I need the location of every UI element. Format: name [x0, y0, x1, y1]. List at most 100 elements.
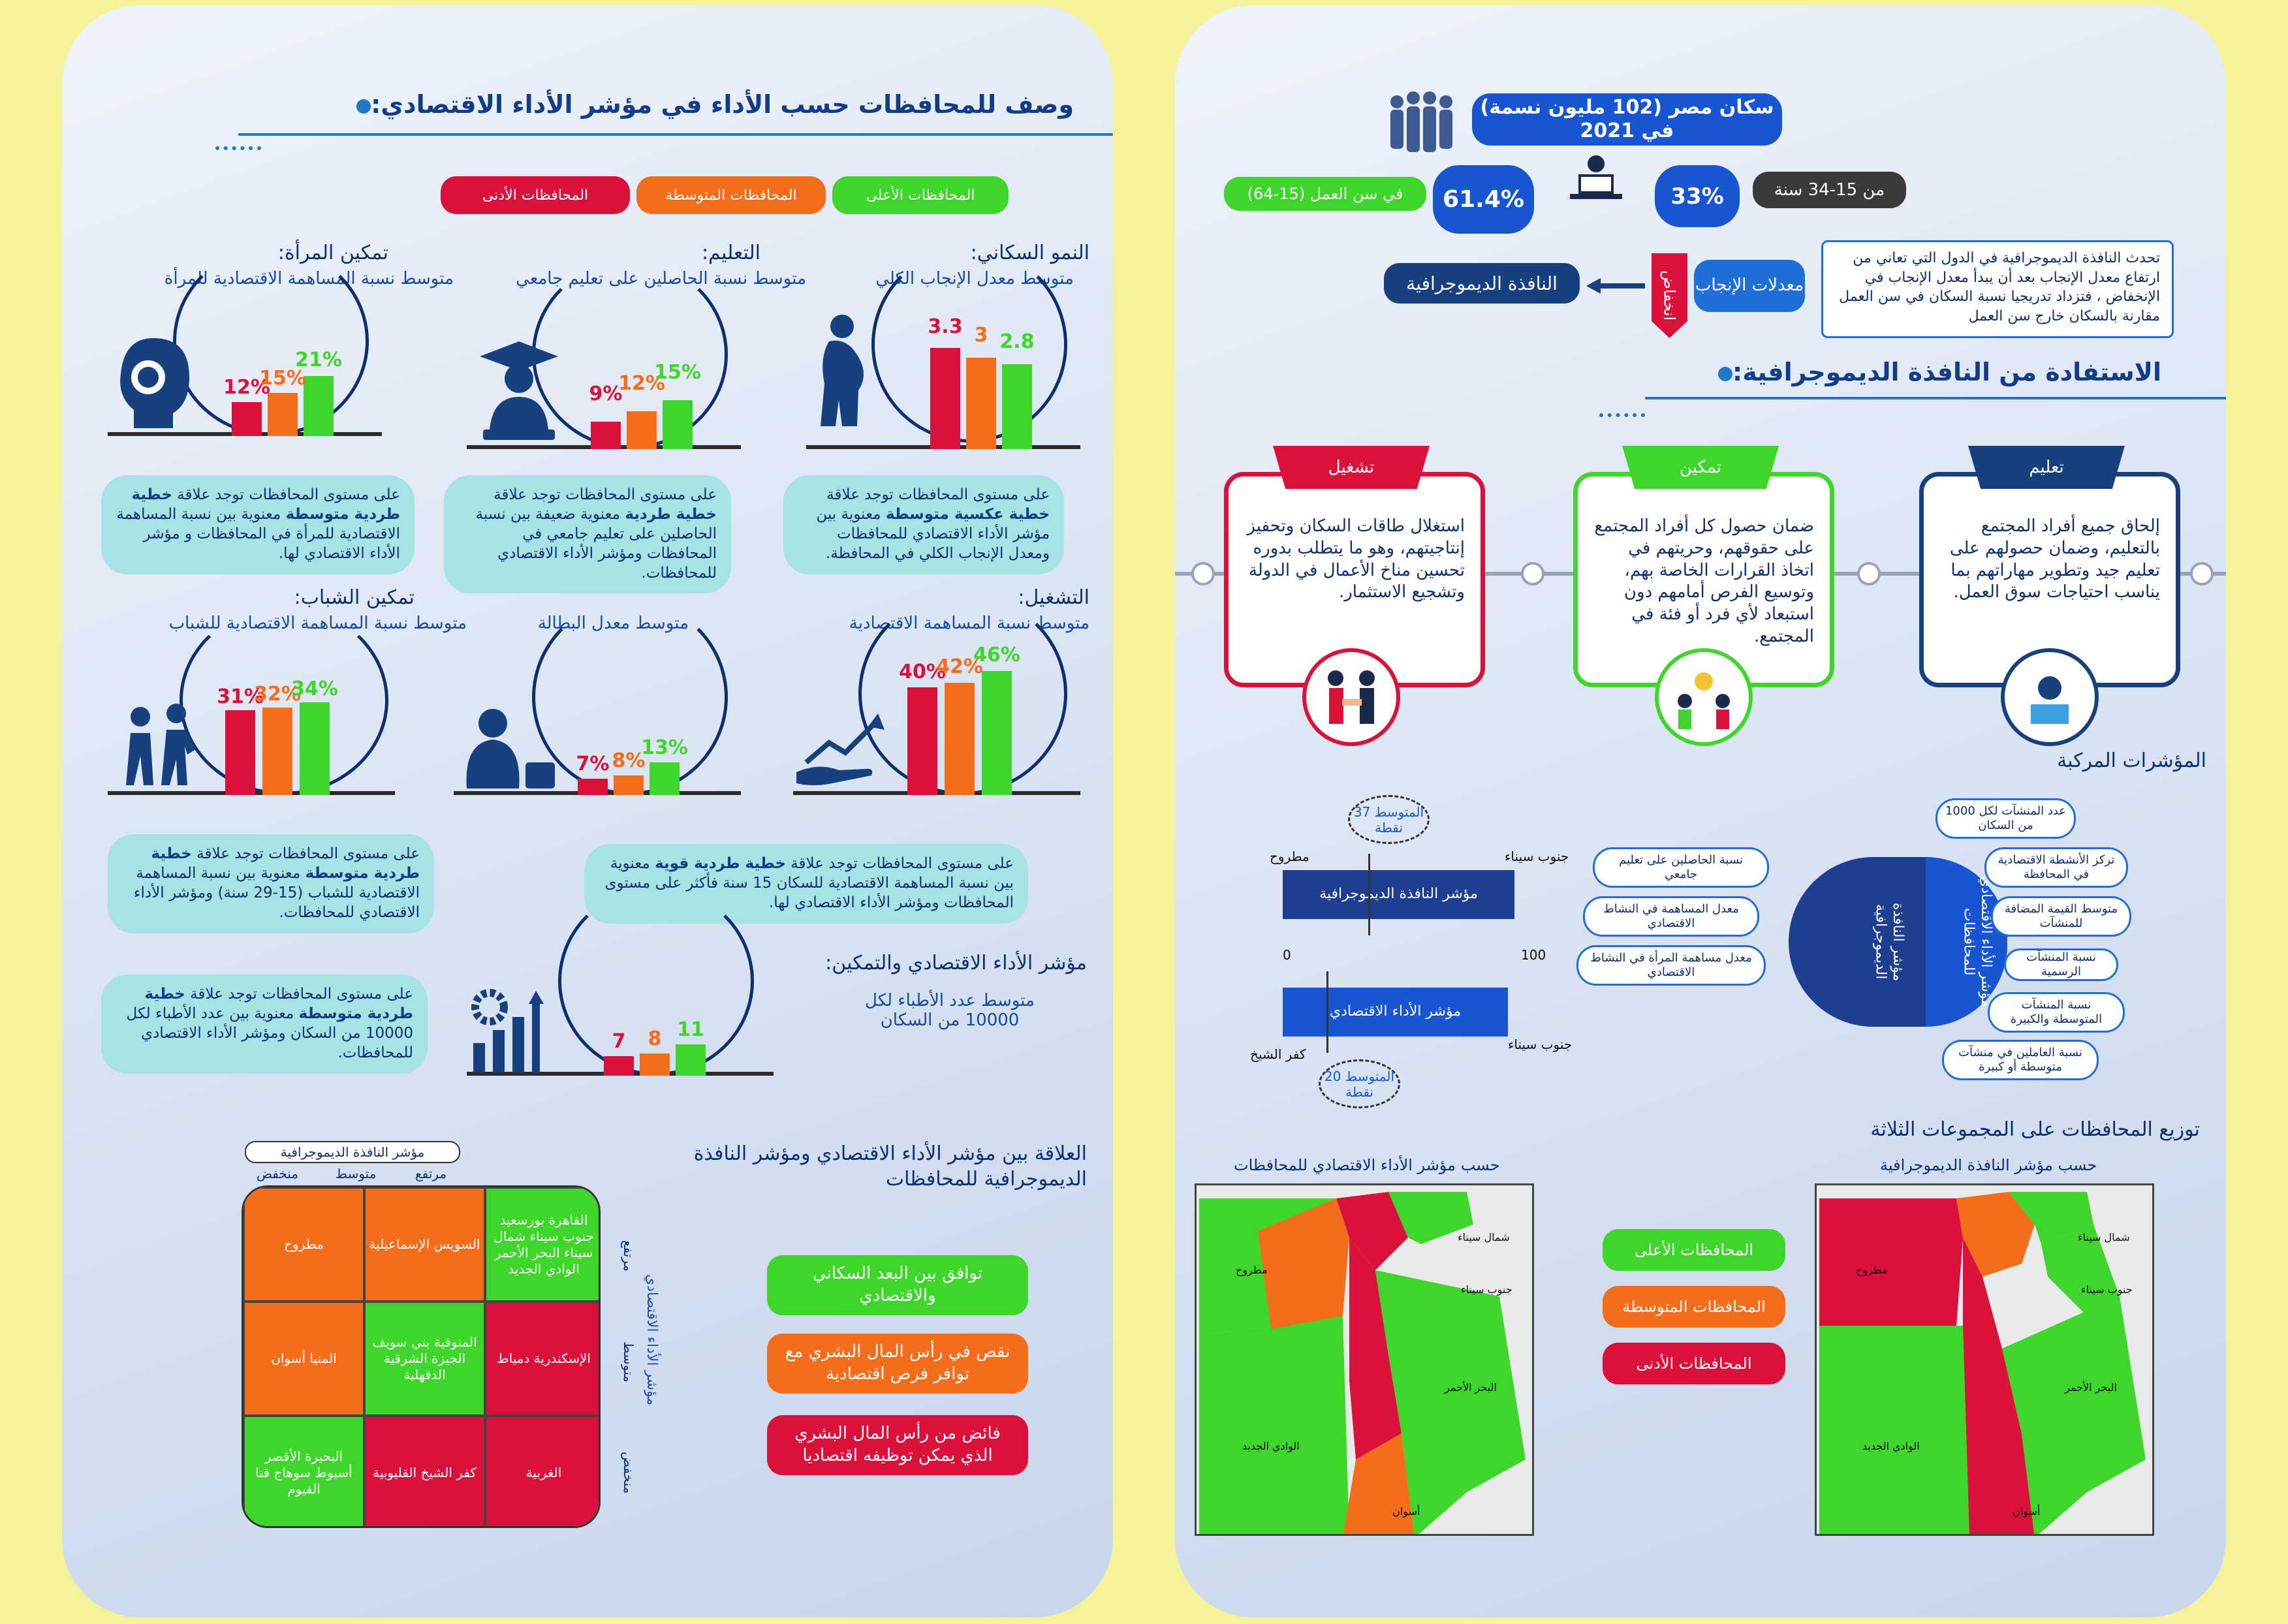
econ-average: المتوسط 20 نقطة — [1319, 1059, 1400, 1108]
chart-title-doctors: مؤشر الأداء الاقتصادي والتمكين: — [825, 952, 1087, 975]
bar-top — [304, 376, 334, 436]
value-mid: 15% — [259, 367, 306, 390]
chart-education: 9% 12% 15% — [467, 260, 741, 449]
pregnant-woman-icon — [806, 312, 878, 426]
matrix-cell: السويس الإسماعيلية — [364, 1187, 485, 1302]
value-low: 7 — [612, 1030, 626, 1053]
benefit-dotted — [1599, 413, 1645, 417]
value-low: 7% — [576, 753, 610, 775]
legend-middle: المحافظات المتوسطة — [636, 176, 826, 214]
matrix-legend-red: فائض من رأس المال البشري الذي يمكن توظيف… — [767, 1415, 1028, 1475]
window-average: المتوسط 37 نقطة — [1348, 795, 1430, 844]
map-econ-title: حسب مؤشر الأداء الاقتصادي للمحافظات — [1234, 1156, 1500, 1174]
legend-low: المحافظات الأدنى — [441, 176, 630, 214]
value-low: 12% — [223, 376, 270, 399]
bar-low — [930, 348, 960, 449]
matrix-cell: البحيرة الأقصر أسيوط سوهاج قنا الفيوم — [243, 1416, 364, 1526]
card-text: ضمان حصول كل أفراد المجتمع على حقوقهم، و… — [1594, 516, 1814, 646]
bar-top — [1002, 364, 1032, 449]
map-label: أسوان — [2013, 1505, 2041, 1518]
econ-avg-marker — [1326, 971, 1328, 1053]
left-section-title: وصف للمحافظات حسب الأداء في مؤشر الأداء … — [349, 90, 1074, 119]
youth-pct: 33% — [1655, 165, 1740, 227]
legend-top: المحافظات الأعلى — [832, 176, 1009, 214]
benefit-title: الاستفادة من النافذة الديموجرافية: — [1710, 358, 2161, 386]
bar-mid — [614, 775, 644, 795]
matrix-row-high: مرتفع — [621, 1240, 636, 1272]
gear-growth-icon — [467, 984, 552, 1072]
window-low: مطروح — [1270, 849, 1309, 864]
connector-dot — [1191, 562, 1215, 586]
chart-unemployment: 7% 8% 13% — [454, 599, 741, 795]
bar-top — [650, 762, 680, 795]
value-top: 15% — [654, 361, 701, 384]
matrix-grid: مطروح السويس الإسماعيلية القاهرة بورسعيد… — [242, 1185, 601, 1528]
value-top: 46% — [973, 644, 1020, 666]
unemployed-person-icon — [454, 704, 558, 792]
left-arrow-icon — [1586, 278, 1645, 294]
bar-mid — [262, 708, 292, 795]
bar-low — [225, 710, 255, 795]
chart-youth: 31% 32% 34% — [108, 606, 395, 795]
note-women: على مستوى المحافظات توجد علاقة خطية طردي… — [101, 475, 415, 574]
mind-node-window: نسبة الحاصلين على تعليم جامعي — [1593, 847, 1769, 888]
decline-arrow: انخفاض — [1652, 253, 1687, 338]
bar-mid — [966, 358, 996, 449]
map-label: مطروح — [1236, 1264, 1268, 1276]
matrix-row-low: منخفض — [621, 1451, 636, 1493]
map-label: البحر الأحمر — [2065, 1381, 2117, 1394]
map-label: شمال سيناء — [2078, 1231, 2130, 1243]
bar-mid — [945, 683, 975, 795]
work-age-label: في سن العمل (15-64) — [1224, 177, 1426, 211]
map-label: أسوان — [1392, 1505, 1420, 1518]
window-index-bar: مؤشر النافذة الديموجرافية — [1283, 870, 1514, 919]
scale-max: 100 — [1521, 947, 1546, 963]
education-circle-icon — [2001, 648, 2099, 746]
map-label: جنوب سيناء — [2081, 1283, 2133, 1296]
mind-node-econ: نسبة المنشآت المتوسطة والكبيرة — [1988, 992, 2125, 1033]
matrix-row-header: مؤشر الأداء الاقتصادي — [644, 1274, 660, 1406]
mind-node-econ: تركز الأنشطة الاقتصادية في المحافظة — [1984, 847, 2128, 888]
matrix-cell: الإسكندرية دمياط — [485, 1302, 599, 1416]
mind-node-econ: نسبة المنشآت الرسمية — [2004, 948, 2118, 981]
matrix-cell: القاهرة بورسعيد جنوب سيناء شمال سيناء ال… — [485, 1187, 599, 1302]
map-label: مطروح — [1856, 1264, 1888, 1276]
map-legend-low: المحافظات الأدنى — [1603, 1343, 1785, 1384]
map-label: الوادي الجديد — [1242, 1440, 1300, 1452]
matrix-cell: المنوفية بني سويف الجيزة الشرقية الدقهلي… — [364, 1302, 485, 1416]
bar-low — [907, 687, 937, 795]
value-mid: 42% — [936, 655, 983, 678]
matrix-col-mid: متوسط — [335, 1166, 377, 1181]
chart-title-youth: تمكين الشباب: — [294, 586, 415, 609]
chart-population: 3.3 3 2.8 — [806, 247, 1080, 449]
matrix-legend-green: توافق بين البعد السكاني والاقتصادي — [767, 1255, 1028, 1315]
population-box: سكان مصر (102 مليون نسمة) في 2021 — [1472, 93, 1782, 146]
matrix-cell: كفر الشيخ القليوبية — [364, 1416, 485, 1526]
connector-dot — [2190, 562, 2214, 586]
tag-employment: تشغيل — [1273, 446, 1430, 489]
value-low: 3.3 — [928, 315, 963, 338]
bar-low — [578, 779, 608, 795]
value-top: 13% — [641, 736, 688, 759]
birth-rates-box: معدلات الإنجاب — [1694, 260, 1805, 312]
graduate-icon — [473, 338, 565, 443]
bar-mid — [627, 411, 657, 449]
chart-title-employment: التشغيل: — [1018, 586, 1089, 609]
woman-head-icon — [108, 332, 199, 429]
bar-low — [591, 422, 621, 449]
value-top: 34% — [291, 678, 338, 700]
value-mid: 12% — [618, 372, 665, 395]
mind-center-window: مؤشر النافذة الديموجرافية — [1872, 902, 1906, 982]
youth-people-icon — [114, 704, 206, 789]
mind-node-econ: متوسط القيمة المضافة للمنشآت — [1991, 896, 2131, 937]
growth-hand-icon — [793, 710, 891, 789]
bar-low — [232, 402, 262, 436]
value-low: 40% — [899, 661, 946, 683]
chart-title-education: التعليم: — [701, 242, 760, 264]
crowd-icon — [1384, 90, 1462, 162]
value-mid: 8% — [612, 749, 646, 772]
window-high: جنوب سيناء — [1505, 849, 1569, 864]
value-low: 9% — [589, 383, 623, 405]
map-legend-top: المحافظات الأعلى — [1603, 1229, 1785, 1271]
map-window: مطروح الوادي الجديد أسوان البحر الأحمر ش… — [1815, 1183, 2154, 1536]
